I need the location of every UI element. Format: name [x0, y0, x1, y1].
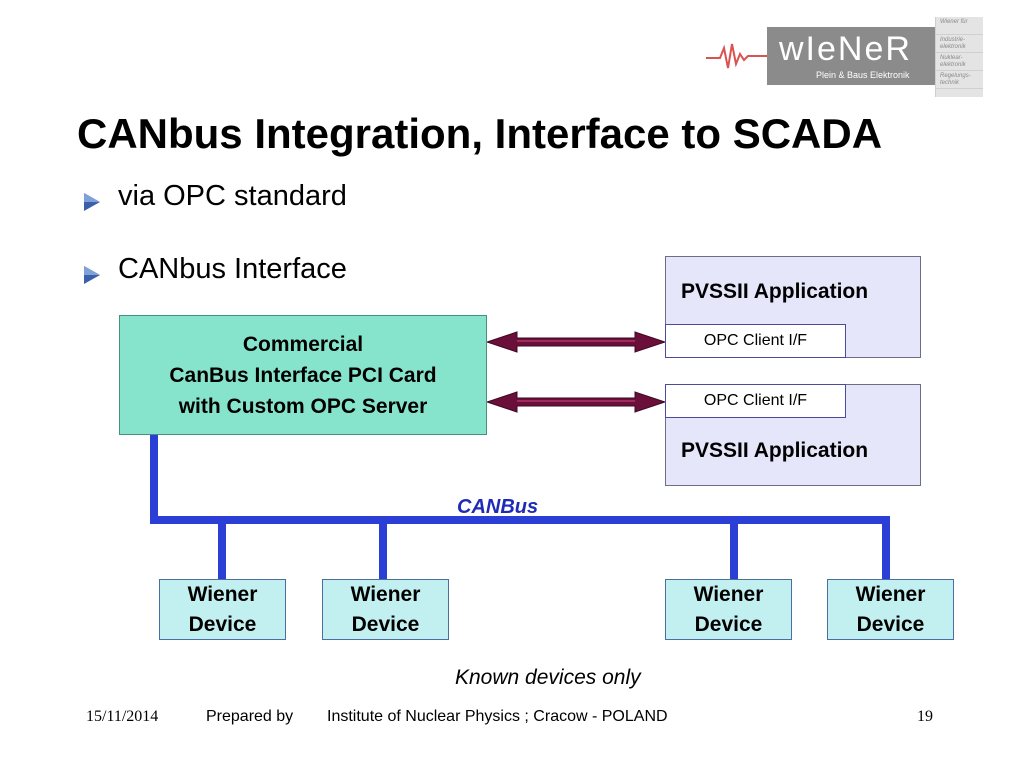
- pvss-label-bottom: PVSSII Application: [681, 439, 869, 462]
- bullet-opc: via OPC standard: [118, 180, 347, 212]
- commercial-line: Commercial: [242, 332, 364, 356]
- device-line: Device: [351, 612, 420, 636]
- wiener-device-1: Wiener Device: [159, 579, 286, 640]
- logo-tagline: Regelungs-technik: [936, 71, 983, 89]
- footer-page-number: 19: [917, 708, 933, 725]
- bus-drop-device-4: [882, 520, 890, 579]
- device-line: Device: [856, 612, 925, 636]
- canbus-label: CANBus: [457, 496, 539, 518]
- device-line: Wiener: [350, 582, 421, 606]
- double-arrow-top: [487, 331, 665, 353]
- footer-date: 15/11/2014: [86, 708, 159, 725]
- bus-drop-device-3: [730, 520, 738, 579]
- bus-drop-device-1: [218, 520, 226, 579]
- pvss-label-top: PVSSII Application: [681, 280, 869, 303]
- commercial-pci-card: Commercial CanBus Interface PCI Card wit…: [119, 315, 487, 435]
- wiener-device-3: Wiener Device: [665, 579, 792, 640]
- commercial-line: with Custom OPC Server: [178, 394, 428, 418]
- device-line: Wiener: [693, 582, 764, 606]
- bullet-canbus-interface: CANbus Interface: [118, 253, 347, 285]
- slide-title: CANbus Integration, Interface to SCADA: [77, 110, 883, 157]
- bus-drop-device-2: [379, 520, 387, 579]
- logo-tagline: Wiener für: [936, 17, 983, 35]
- opc-client-interface-top: OPC Client I/F: [665, 324, 846, 358]
- device-line: Wiener: [855, 582, 926, 606]
- footer-prepared-by: Prepared by: [206, 708, 294, 725]
- logo-wordmark: wIeNeR: [779, 30, 912, 68]
- known-devices-note: Known devices only: [455, 666, 641, 689]
- bus-drop-card: [150, 435, 158, 524]
- opc-client-interface-bottom: OPC Client I/F: [665, 384, 846, 418]
- device-line: Device: [694, 612, 763, 636]
- device-line: Wiener: [187, 582, 258, 606]
- bullet-arrow-icon: [84, 193, 100, 211]
- can-bus-line: [150, 516, 890, 524]
- device-line: Device: [188, 612, 257, 636]
- footer-institute: Institute of Nuclear Physics ; Cracow - …: [327, 708, 668, 725]
- logo-wave-icon: [706, 43, 770, 69]
- commercial-line: CanBus Interface PCI Card: [169, 363, 437, 387]
- double-arrow-bottom: [487, 391, 665, 413]
- wiener-device-2: Wiener Device: [322, 579, 449, 640]
- logo-tagline: Industrie-elektronik: [936, 35, 983, 53]
- bullet-arrow-icon: [84, 266, 100, 284]
- wiener-device-4: Wiener Device: [827, 579, 954, 640]
- logo-tagline: Nuklear-elektronik: [936, 53, 983, 71]
- logo-taglines: Wiener für Industrie-elektronik Nuklear-…: [935, 17, 983, 97]
- logo-subtitle: Plein & Baus Elektronik: [816, 70, 910, 80]
